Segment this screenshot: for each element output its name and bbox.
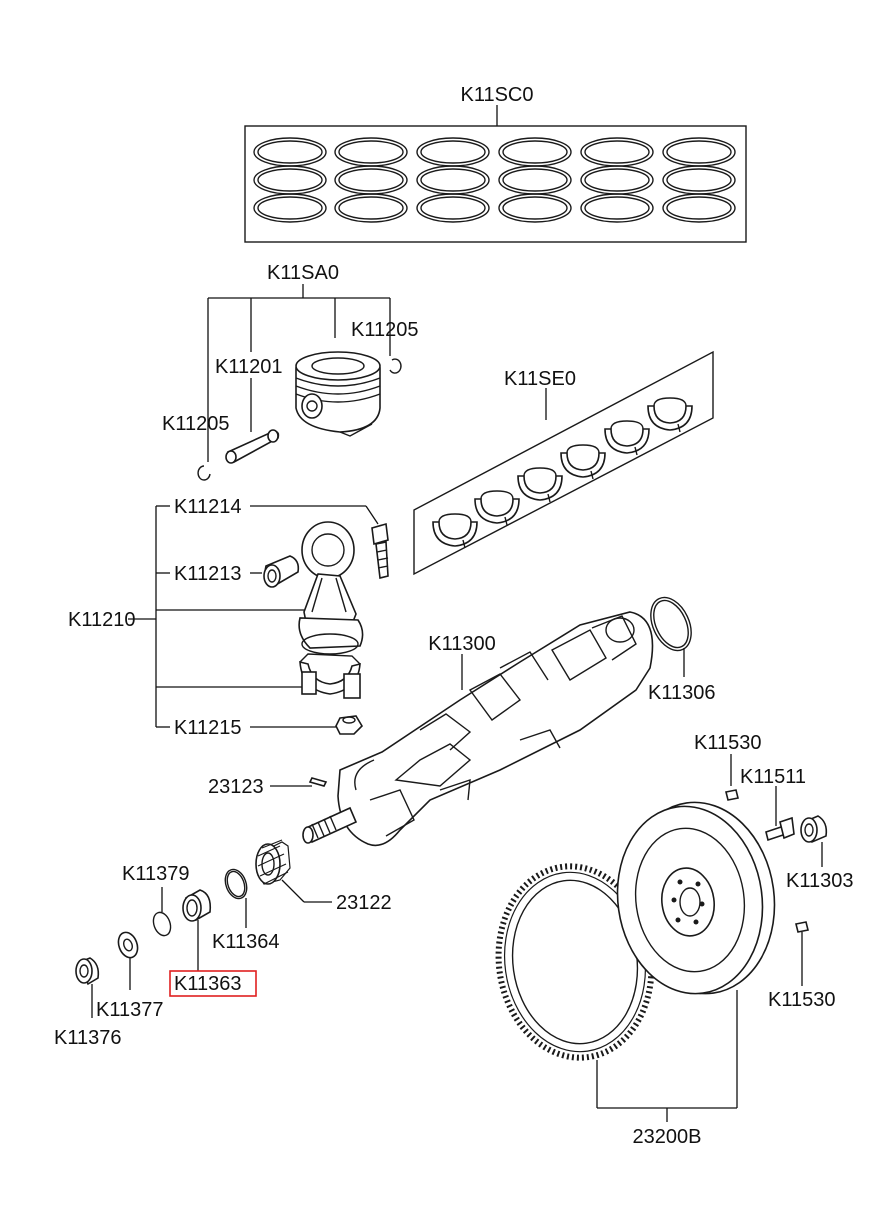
woodruff-key[interactable]: [308, 777, 328, 787]
pulley-nut[interactable]: [75, 957, 100, 1018]
highlight-box-front-seal: [169, 970, 257, 997]
label-crank-rear-seal[interactable]: K11306: [648, 682, 715, 704]
label-main-bearing-set[interactable]: K11SE0: [504, 368, 576, 390]
crank-rear-seal[interactable]: [643, 591, 699, 677]
flywheel[interactable]: [606, 793, 787, 1004]
piston-pin[interactable]: [225, 429, 280, 464]
leader-sprocket-a: [281, 879, 305, 903]
piston-ring-set[interactable]: [244, 105, 747, 243]
label-spacer-ring[interactable]: K11364: [212, 931, 279, 953]
dowel-pin-top[interactable]: [725, 754, 739, 801]
label-snap-ring-left[interactable]: K11205: [162, 413, 229, 435]
conrod-nut[interactable]: [335, 715, 364, 735]
label-pilot-bearing[interactable]: K11303: [786, 870, 853, 892]
label-flywheel-assy[interactable]: 23200B: [633, 1126, 702, 1148]
label-pulley-nut[interactable]: K11376: [54, 1027, 121, 1049]
conrod-body[interactable]: [298, 521, 364, 655]
label-piston-ring-set[interactable]: K11SC0: [460, 84, 533, 106]
crankshaft[interactable]: [302, 611, 654, 847]
flywheel-bracket: [596, 990, 738, 1122]
piston[interactable]: [295, 351, 381, 437]
label-crankshaft[interactable]: K11300: [428, 633, 495, 655]
crank-sprocket[interactable]: [255, 839, 291, 885]
dowel-pin-bottom[interactable]: [795, 921, 809, 986]
snap-ring-left[interactable]: [197, 465, 211, 481]
oring-front[interactable]: [150, 887, 173, 938]
conrod-bushing[interactable]: [263, 555, 300, 588]
pilot-bearing[interactable]: [800, 815, 828, 867]
label-woodruff-key[interactable]: 23123: [208, 776, 264, 798]
label-front-seal[interactable]: K11363: [174, 973, 241, 995]
label-snap-ring-right[interactable]: K11205: [351, 319, 418, 341]
conrod-bracket: [128, 505, 379, 728]
label-conrod-assy[interactable]: K11210: [68, 609, 135, 631]
label-oring-front[interactable]: K11379: [122, 863, 189, 885]
front-seal[interactable]: [182, 889, 212, 971]
label-flywheel-bolt[interactable]: K11511: [740, 766, 806, 788]
label-dowel-pin-bottom[interactable]: K11530: [768, 989, 835, 1011]
label-washer[interactable]: K11377: [96, 999, 163, 1021]
label-conrod-nut[interactable]: K11215: [174, 717, 241, 739]
snap-ring-right[interactable]: [389, 358, 402, 374]
main-bearing-set[interactable]: [413, 350, 714, 576]
flywheel-bolt[interactable]: [765, 786, 795, 842]
piston-assy-bracket: [207, 284, 391, 462]
label-conrod-bolt[interactable]: K11214: [174, 496, 241, 518]
label-piston-pin[interactable]: K11201: [215, 356, 282, 378]
label-dowel-pin-top[interactable]: K11530: [694, 732, 761, 754]
conrod-cap[interactable]: [299, 653, 361, 699]
conrod-bolt[interactable]: [371, 522, 389, 579]
label-conrod-bushing[interactable]: K11213: [174, 563, 241, 585]
spacer-ring[interactable]: [221, 866, 250, 928]
label-crank-sprocket[interactable]: 23122: [336, 892, 392, 914]
label-piston-assy[interactable]: K11SA0: [267, 262, 339, 284]
washer[interactable]: [115, 930, 141, 990]
